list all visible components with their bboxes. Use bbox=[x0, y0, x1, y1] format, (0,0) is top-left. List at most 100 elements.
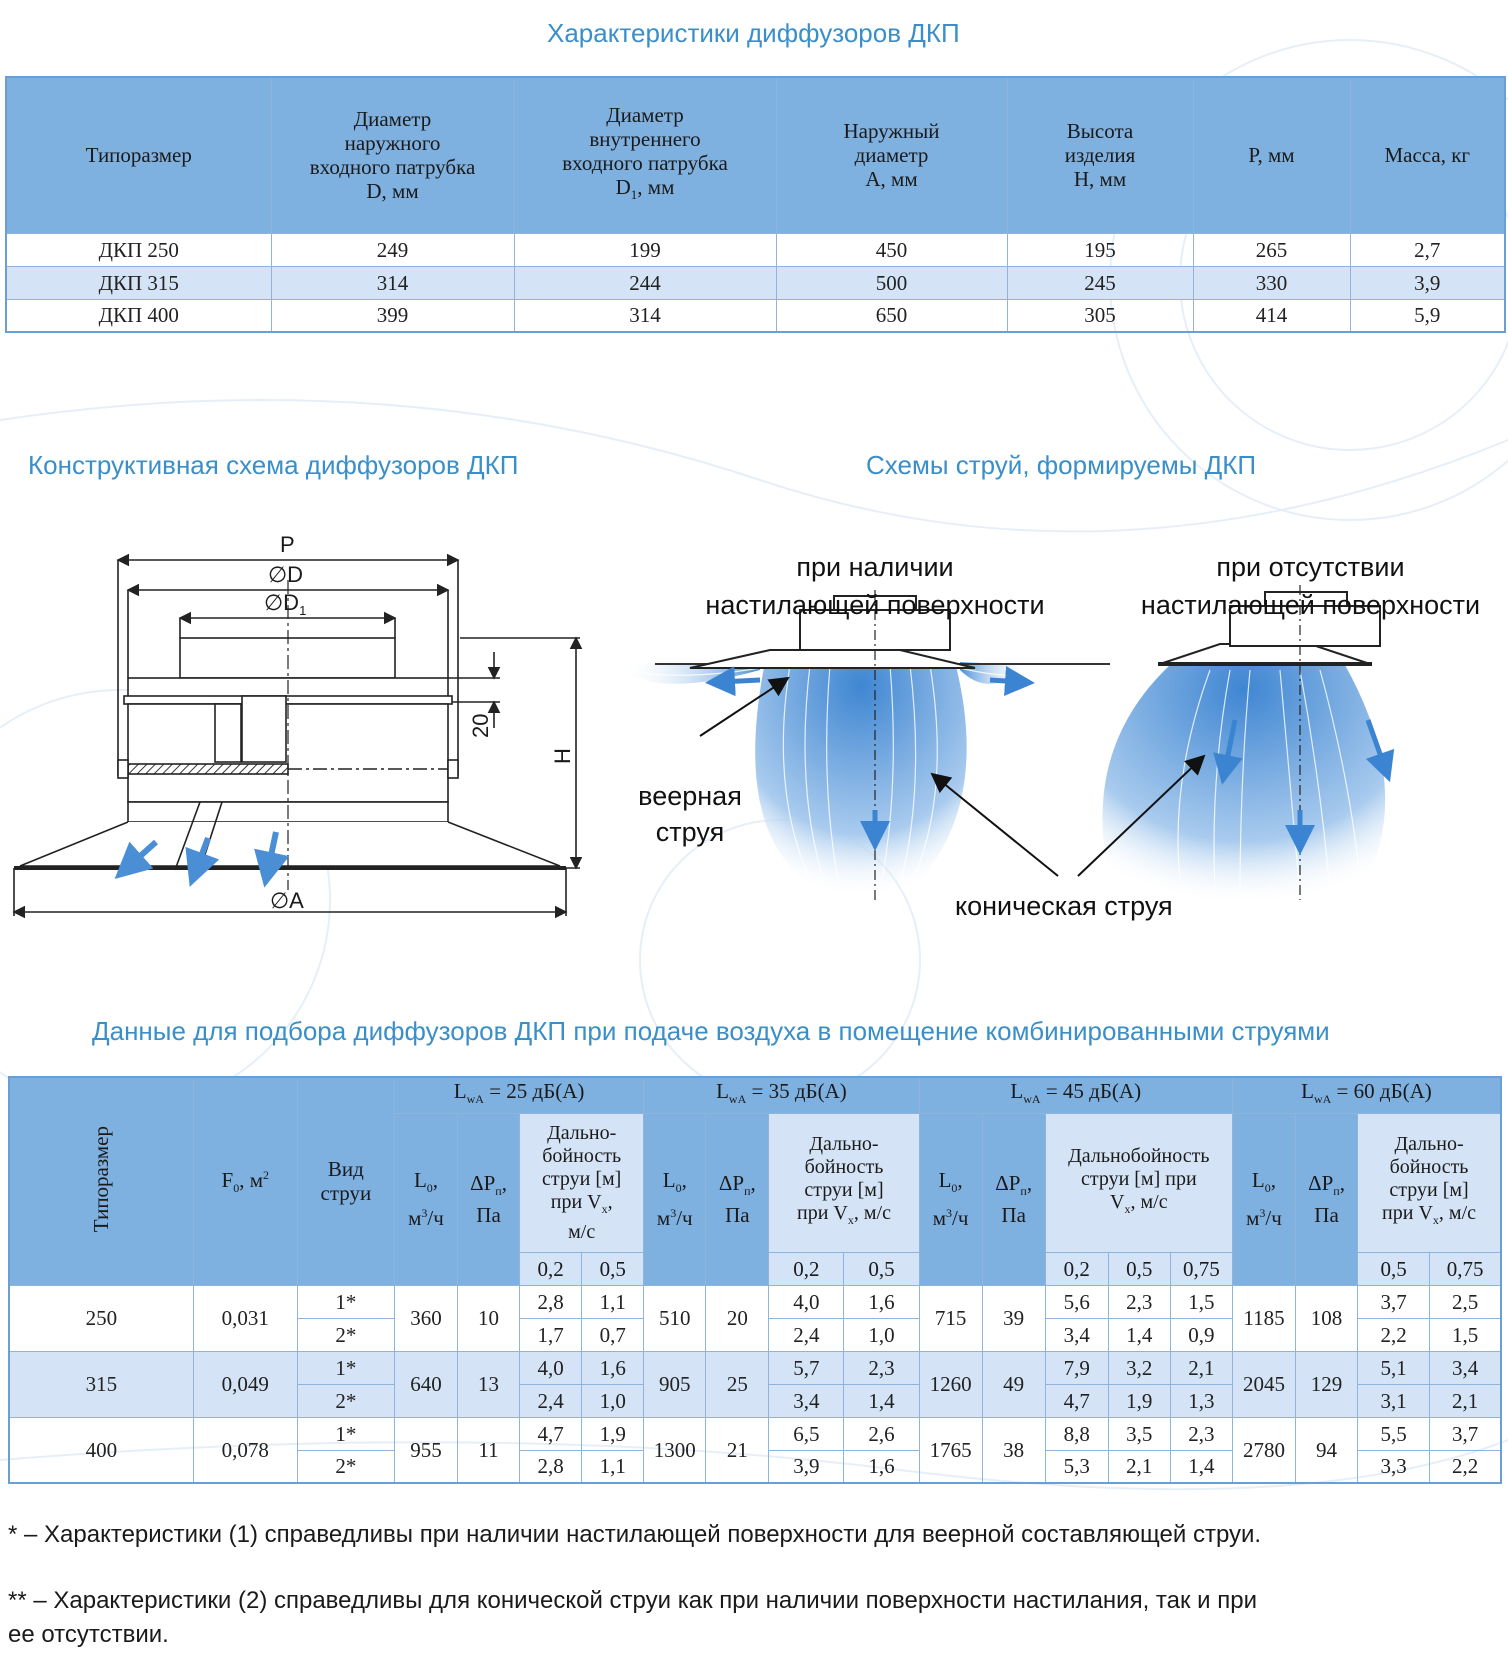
cell-range: 2,1 bbox=[1429, 1383, 1502, 1418]
cell-range: 2,8 bbox=[519, 1449, 583, 1484]
cell-mass: 2,7 bbox=[1349, 232, 1506, 267]
cell-range: 3,4 bbox=[768, 1383, 845, 1418]
header-p: Р, мм bbox=[1192, 76, 1351, 234]
table-header-row: Типоразмер Диаметр наружного входного па… bbox=[5, 76, 1506, 234]
cell-l0: 2780 bbox=[1231, 1416, 1297, 1484]
cell-f0: 0,031 bbox=[192, 1284, 298, 1352]
cell-d: 249 bbox=[270, 232, 515, 267]
cell-dp: 10 bbox=[457, 1284, 521, 1352]
header-f0: F0, м2 bbox=[192, 1076, 298, 1286]
cell-range: 1,9 bbox=[1107, 1383, 1171, 1418]
cell-range: 2,3 bbox=[843, 1350, 920, 1385]
cell-l0: 1765 bbox=[918, 1416, 983, 1484]
cell-range: 4,7 bbox=[1044, 1383, 1109, 1418]
cell-dp: 39 bbox=[981, 1284, 1046, 1352]
cell-range: 1,3 bbox=[1169, 1383, 1233, 1418]
header-vx: 0,2 bbox=[768, 1251, 845, 1286]
table-header-row: 0,2 0,5 0,2 0,5 0,2 0,5 0,75 0,5 0,75 bbox=[9, 1251, 1502, 1286]
header-dp: ΔPп,Па bbox=[981, 1112, 1046, 1286]
cell-h: 245 bbox=[1006, 265, 1194, 300]
cell-range: 6,5 bbox=[768, 1416, 845, 1451]
cell-range: 5,3 bbox=[1044, 1449, 1109, 1484]
header-dp: ΔPп,Па bbox=[1294, 1112, 1359, 1286]
cell-range: 3,3 bbox=[1357, 1449, 1431, 1484]
dim-d-label: ∅D bbox=[268, 562, 303, 587]
cell-range: 1,0 bbox=[581, 1383, 645, 1418]
cell-jet: 2* bbox=[296, 1317, 395, 1352]
cell-range: 2,4 bbox=[768, 1317, 845, 1352]
cell-size: ДКП 400 bbox=[5, 298, 272, 333]
table-row: 315 0,049 1* 640 13 4,0 1,6 905 25 5,7 2… bbox=[8, 1350, 1502, 1418]
dim-h-label: H bbox=[550, 748, 575, 764]
header-l0: L0,м3/ч bbox=[1231, 1112, 1297, 1286]
cell-range: 1,5 bbox=[1429, 1317, 1502, 1352]
table-row: ДКП 315 314 244 500 245 330 3,9 bbox=[5, 265, 1506, 300]
cell-range: 1,6 bbox=[843, 1284, 920, 1319]
header-l0: L0,м3/ч bbox=[918, 1112, 983, 1286]
table-row: 2* 1,7 0,7 2,4 1,0 3,4 1,4 0,9 2,2 1,5 bbox=[9, 1317, 1502, 1352]
dim-d1-label: ∅D1 bbox=[264, 590, 306, 618]
cell-range: 1,4 bbox=[1169, 1449, 1233, 1484]
cell-range: 2,2 bbox=[1429, 1449, 1502, 1484]
cell-p: 414 bbox=[1192, 298, 1351, 333]
cell-range: 3,1 bbox=[1357, 1383, 1431, 1418]
cell-range: 3,5 bbox=[1107, 1416, 1171, 1451]
cell-l0: 2045 bbox=[1231, 1350, 1297, 1418]
cell-dp: 21 bbox=[705, 1416, 770, 1484]
fan-jet-label: веерная струя bbox=[638, 781, 742, 847]
header-l0: L0,м3/ч bbox=[643, 1112, 707, 1286]
cell-range: 0,7 bbox=[581, 1317, 645, 1352]
cell-size: ДКП 250 bbox=[5, 232, 272, 267]
cell-dp: 25 bbox=[705, 1350, 770, 1418]
cell-h: 305 bbox=[1006, 298, 1194, 333]
cell-range: 8,8 bbox=[1044, 1416, 1109, 1451]
header-inner-inlet-diameter: Диаметр внутреннего входного патрубка D1… bbox=[513, 76, 777, 234]
header-lwa-25: LwA = 25 дБ(А) bbox=[393, 1076, 645, 1114]
cell-range: 3,2 bbox=[1107, 1350, 1171, 1385]
cell-f0: 0,078 bbox=[192, 1416, 298, 1484]
cell-l0: 1260 bbox=[918, 1350, 983, 1418]
header-dp: ΔPп,Па bbox=[705, 1112, 770, 1286]
footnote-2: ** – Характеристики (2) справедливы для … bbox=[8, 1587, 1257, 1648]
cell-jet: 1* bbox=[296, 1416, 395, 1451]
header-vx: 0,5 bbox=[1357, 1251, 1431, 1286]
cell-range: 0,9 bbox=[1169, 1317, 1233, 1352]
header-vx: 0,5 bbox=[1107, 1251, 1171, 1286]
header-vx: 0,2 bbox=[519, 1251, 583, 1286]
cell-size: 315 bbox=[8, 1350, 194, 1418]
header-lwa-35: LwA = 35 дБ(А) bbox=[643, 1076, 920, 1114]
dim-p-label: P bbox=[280, 532, 295, 557]
cell-range: 1,4 bbox=[843, 1383, 920, 1418]
table-row: ДКП 250 249 199 450 195 265 2,7 bbox=[5, 232, 1506, 267]
cell-range: 1,6 bbox=[843, 1449, 920, 1484]
header-height: Высота изделия Н, мм bbox=[1006, 76, 1194, 234]
cell-p: 330 bbox=[1192, 265, 1351, 300]
cell-l0: 640 bbox=[393, 1350, 459, 1418]
table-row: 2* 2,4 1,0 3,4 1,4 4,7 1,9 1,3 3,1 2,1 bbox=[9, 1383, 1502, 1418]
cell-range: 2,1 bbox=[1169, 1350, 1233, 1385]
header-lwa-60: LwA = 60 дБ(А) bbox=[1231, 1076, 1502, 1114]
cell-size: 250 bbox=[8, 1284, 194, 1352]
footnote-1: * – Характеристики (1) справедливы при н… bbox=[8, 1521, 1262, 1548]
cell-dp: 108 bbox=[1294, 1284, 1359, 1352]
cell-range: 4,0 bbox=[768, 1284, 845, 1319]
cell-range: 2,3 bbox=[1107, 1284, 1171, 1319]
cell-jet: 2* bbox=[296, 1449, 395, 1484]
cell-dp: 129 bbox=[1294, 1350, 1359, 1418]
cell-l0: 1300 bbox=[643, 1416, 707, 1484]
cell-d: 399 bbox=[270, 298, 515, 333]
cell-l0: 715 bbox=[918, 1284, 983, 1352]
cell-f0: 0,049 bbox=[192, 1350, 298, 1418]
cell-range: 1,6 bbox=[581, 1350, 645, 1385]
header-size: Типоразмер bbox=[5, 76, 272, 234]
table-row: 400 0,078 1* 955 11 4,7 1,9 1300 21 6,5 … bbox=[8, 1416, 1502, 1484]
header-l0: L0,м3/ч bbox=[393, 1112, 459, 1286]
header-outer-diameter: Наружный диаметр А, мм bbox=[775, 76, 1008, 234]
cell-range: 3,4 bbox=[1429, 1350, 1502, 1385]
cell-range: 5,7 bbox=[768, 1350, 845, 1385]
